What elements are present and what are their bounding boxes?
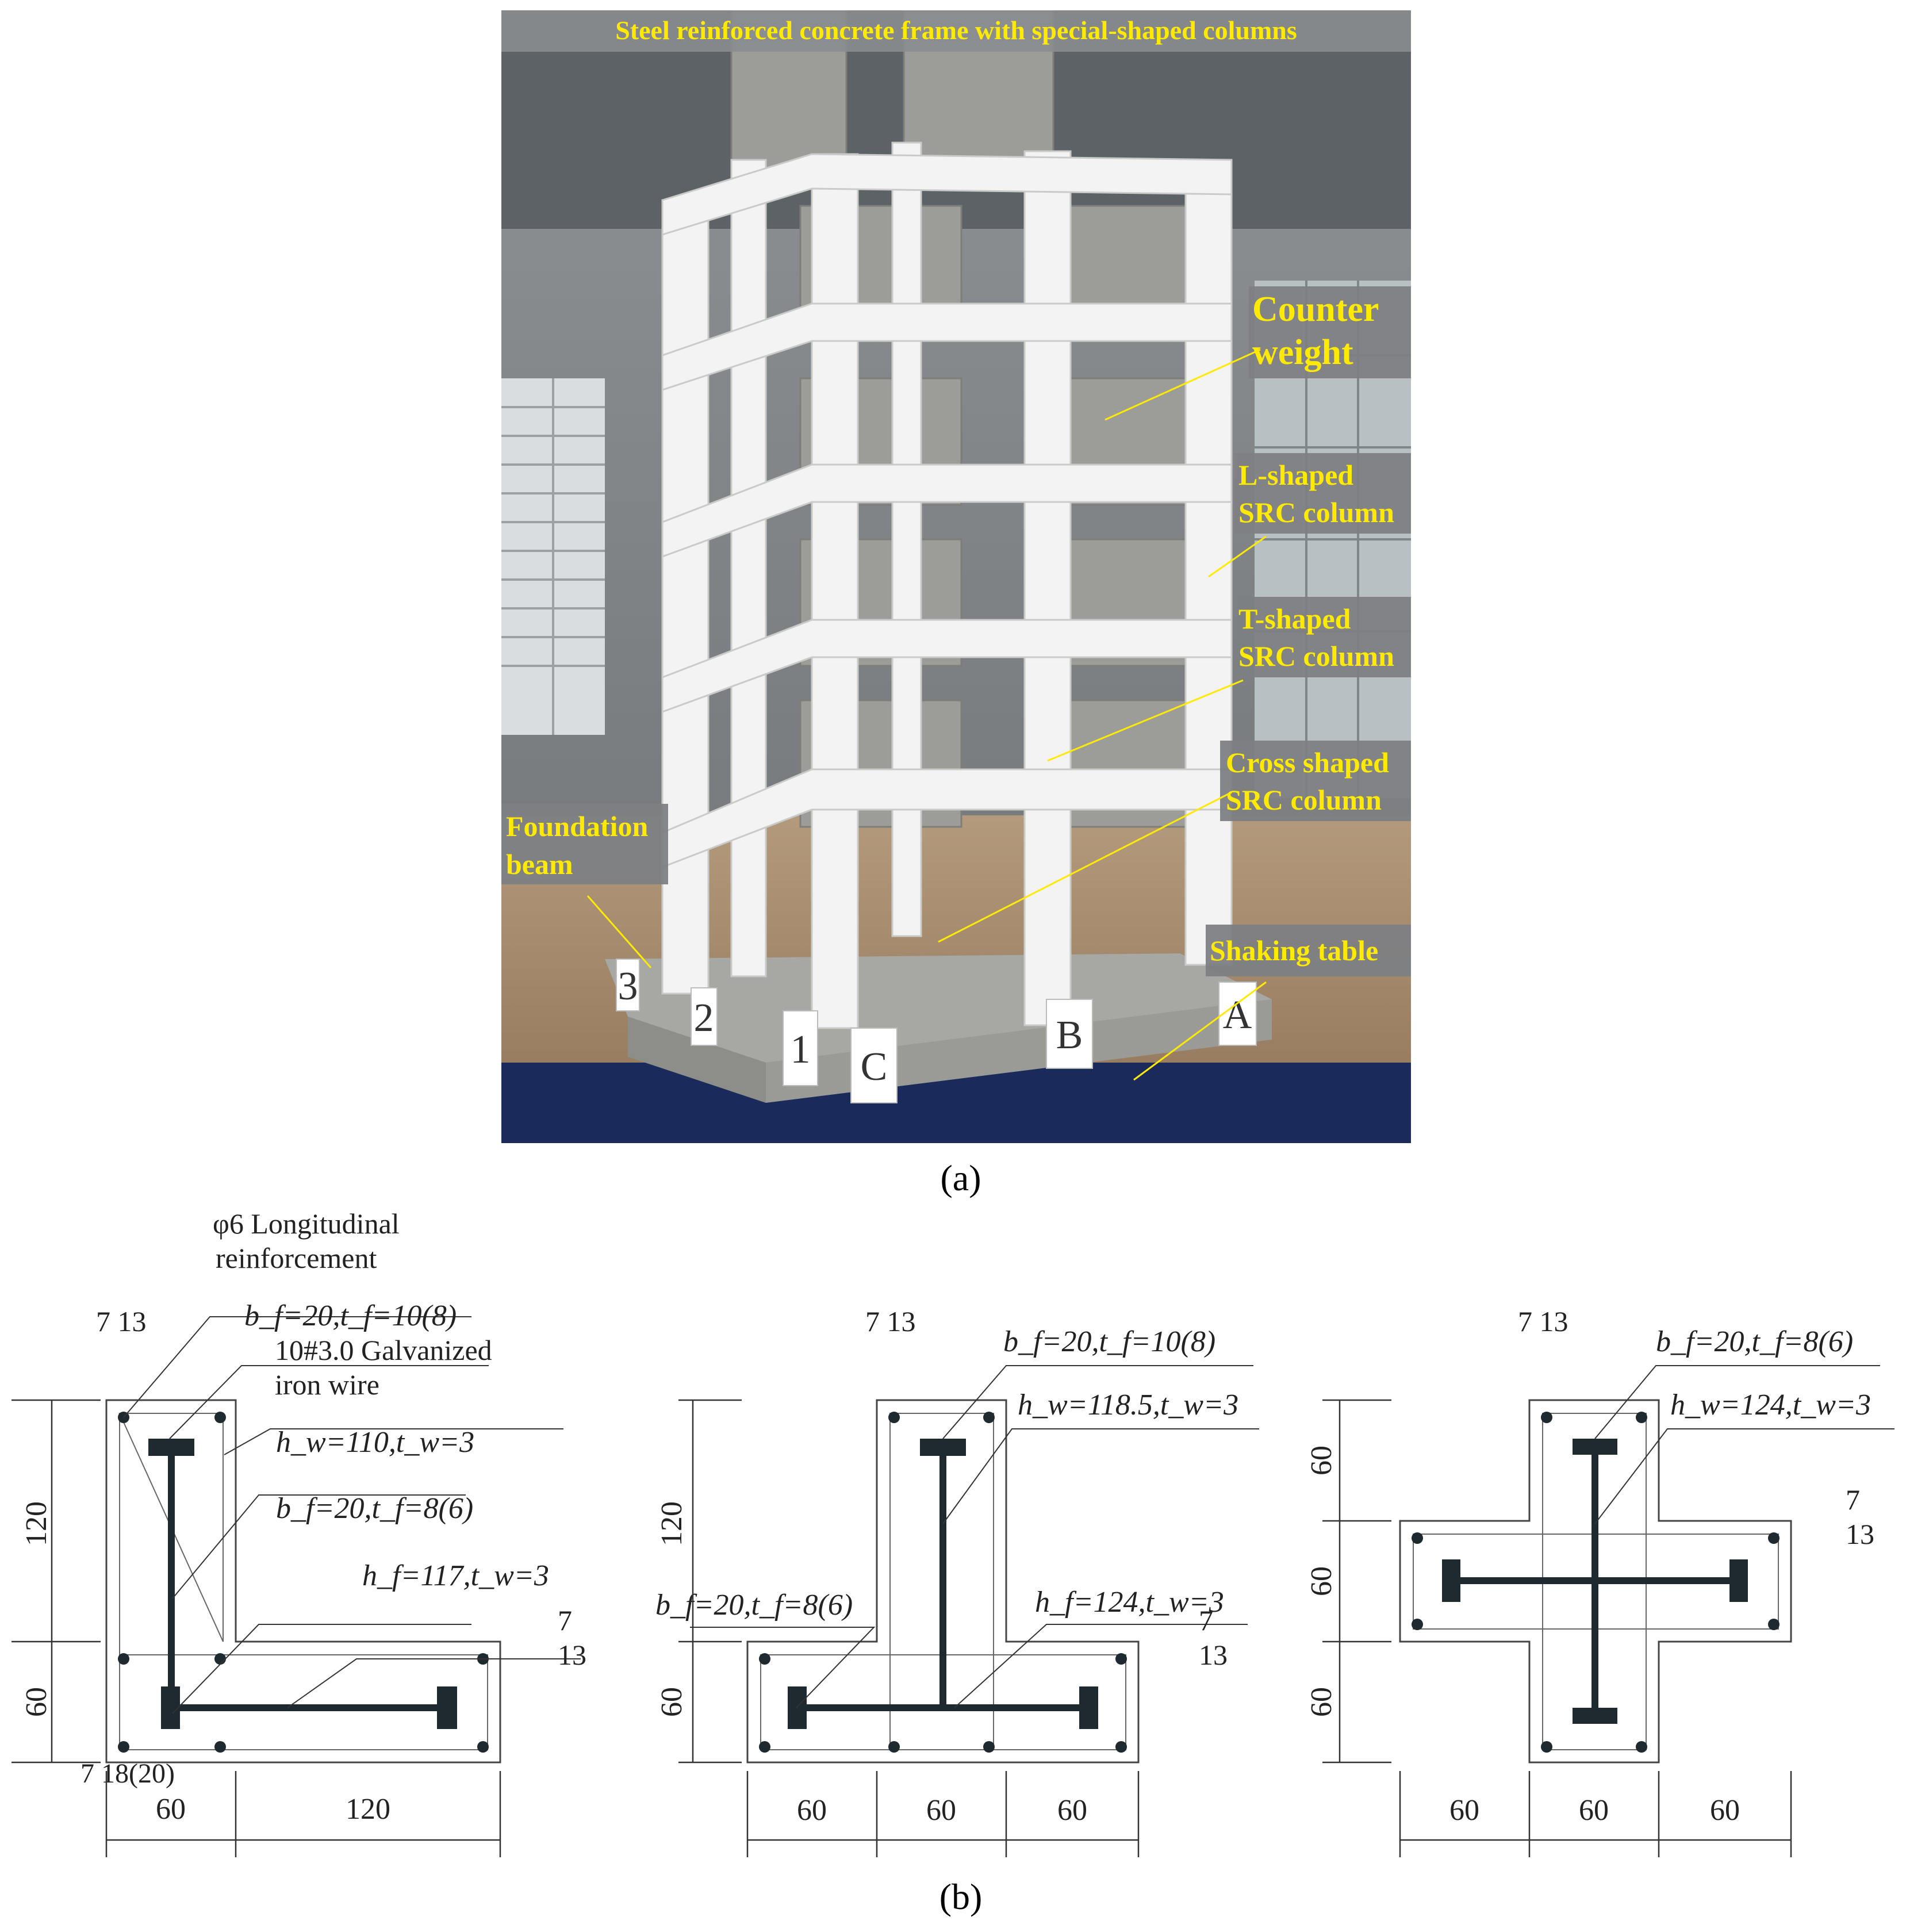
cross-flange-top-label: b_f=20,t_f=8(6) [1656, 1325, 1853, 1358]
cross-dim-left-60c: 60 [1305, 1687, 1338, 1717]
l-right-spacing-7: 7 [558, 1604, 572, 1636]
l-dim-left-60: 60 [20, 1687, 53, 1717]
frame-photo: 3 2 1 C B A Steel reinforced concrete fr… [501, 10, 1411, 1143]
label-l-shaped-line2: SRC column [1238, 496, 1394, 528]
cross-top-spacing: 7 13 [1518, 1305, 1568, 1337]
t-dim-left-120: 120 [655, 1501, 688, 1546]
t-flange-top [920, 1439, 966, 1456]
cross-right-spacing-13: 13 [1846, 1518, 1874, 1550]
cross-dim-bottom-60a: 60 [1449, 1794, 1479, 1827]
l-web-vert [168, 1456, 175, 1703]
label-counter-weight-line2: weight [1252, 333, 1353, 372]
l-rebar-label-1: φ6 Longitudinal [213, 1208, 400, 1240]
t-web-vert-label: h_w=118.5,t_w=3 [1018, 1389, 1238, 1421]
label-t-shaped: T-shaped SRC column [1047, 597, 1411, 762]
cross-right-spacing-7: 7 [1846, 1483, 1860, 1516]
label-foundation-beam-line2: beam [506, 848, 573, 880]
caption-b: (b) [939, 1876, 983, 1917]
l-rebar-label-2: reinforcement [216, 1242, 377, 1274]
label-l-shaped: L-shaped SRC column [1208, 453, 1411, 578]
cross-flange-left [1442, 1559, 1460, 1602]
t-flange-left-label: b_f=20,t_f=8(6) [655, 1589, 853, 1621]
label-foundation-beam-line1: Foundation [506, 810, 649, 842]
l-wire-label-1: 10#3.0 Galvanized [275, 1334, 492, 1366]
t-web-vert [939, 1456, 946, 1709]
t-web-horiz [807, 1704, 1079, 1711]
label-t-shaped-line1: T-shaped [1238, 603, 1351, 635]
label-shaking-table: Shaking table [1133, 925, 1411, 1081]
label-cross-shaped: Cross shaped SRC column [938, 741, 1411, 943]
photo-title: Steel reinforced concrete frame with spe… [615, 16, 1297, 45]
label-t-shaped-line2: SRC column [1238, 640, 1394, 672]
l-dim-left-120: 120 [20, 1501, 53, 1546]
l-dim-bottom-60: 60 [156, 1793, 186, 1826]
axis-mark-a: A [1223, 993, 1252, 1037]
axis-mark-c: C [861, 1045, 888, 1089]
l-wire-label-2: iron wire [275, 1368, 379, 1401]
caption-a: (a) [940, 1157, 981, 1198]
t-dim-left-60: 60 [655, 1687, 688, 1717]
cross-flange-right [1729, 1559, 1748, 1602]
axis-mark-2: 2 [694, 996, 714, 1040]
cross-flange-top [1573, 1439, 1617, 1455]
label-l-shaped-line1: L-shaped [1238, 459, 1353, 491]
cross-section: 7 13 b_f=20,t_f=8(6) h_w=124,t_w=3 7 13 … [1305, 1305, 1895, 1857]
section-drawings: φ6 Longitudinal reinforcement 7 13 b_f=2… [11, 1208, 1895, 1857]
l-web-horiz-label: h_f=117,t_w=3 [362, 1559, 549, 1592]
l-web-horiz [180, 1704, 439, 1711]
cross-dim-bottom-60c: 60 [1710, 1794, 1740, 1827]
axis-mark-1: 1 [791, 1028, 811, 1072]
t-flange-left [788, 1686, 807, 1729]
cross-flange-bottom [1573, 1708, 1617, 1724]
label-cross-shaped-line1: Cross shaped [1226, 746, 1389, 779]
l-web-vert-label: h_w=110,t_w=3 [276, 1426, 474, 1459]
l-dim-bottom-120: 120 [346, 1793, 390, 1826]
l-flange-bottom [161, 1686, 180, 1729]
label-counter-weight-line1: Counter [1252, 290, 1379, 329]
l-flange-bottom-label: b_f=20,t_f=8(6) [276, 1492, 473, 1525]
t-dim-bottom-60b: 60 [926, 1794, 956, 1827]
l-right-spacing-13: 13 [558, 1639, 586, 1671]
t-dim-bottom-60a: 60 [797, 1794, 827, 1827]
cross-web-label: h_w=124,t_w=3 [1670, 1389, 1871, 1421]
t-web-horiz-label: h_f=124,t_w=3 [1035, 1586, 1224, 1619]
axis-mark-3: 3 [618, 964, 638, 1009]
cross-dim-left-60a: 60 [1305, 1446, 1338, 1475]
axis-mark-b: B [1056, 1013, 1083, 1057]
l-top-spacing: 7 13 [96, 1305, 147, 1337]
l-flange-right [437, 1686, 457, 1729]
t-top-spacing: 7 13 [865, 1305, 916, 1337]
photo-title-bar: Steel reinforced concrete frame with spe… [501, 10, 1411, 52]
t-right-spacing-7: 7 [1199, 1604, 1213, 1636]
label-counter-weight: Counter weight [1105, 286, 1411, 421]
t-section: 7 13 b_f=20,t_f=10(8) h_w=118.5,t_w=3 b_… [655, 1305, 1259, 1857]
l-bottom-spacing: 7 18(20) [80, 1758, 175, 1789]
l-flange-top-label: b_f=20,t_f=10(8) [244, 1300, 457, 1332]
t-flange-top-label: b_f=20,t_f=10(8) [1003, 1325, 1215, 1358]
label-shaking-table-line1: Shaking table [1210, 934, 1378, 967]
t-dim-bottom-60c: 60 [1057, 1794, 1087, 1827]
cross-web-horiz [1460, 1577, 1729, 1584]
t-flange-right [1079, 1686, 1098, 1729]
l-section: φ6 Longitudinal reinforcement 7 13 b_f=2… [11, 1208, 586, 1857]
label-cross-shaped-line2: SRC column [1226, 784, 1382, 816]
cross-dim-bottom-60b: 60 [1579, 1794, 1609, 1827]
t-right-spacing-13: 13 [1199, 1639, 1228, 1671]
l-flange-top [148, 1439, 194, 1456]
label-foundation-beam: Foundation beam [501, 804, 668, 968]
cross-dim-left-60b: 60 [1305, 1566, 1338, 1596]
